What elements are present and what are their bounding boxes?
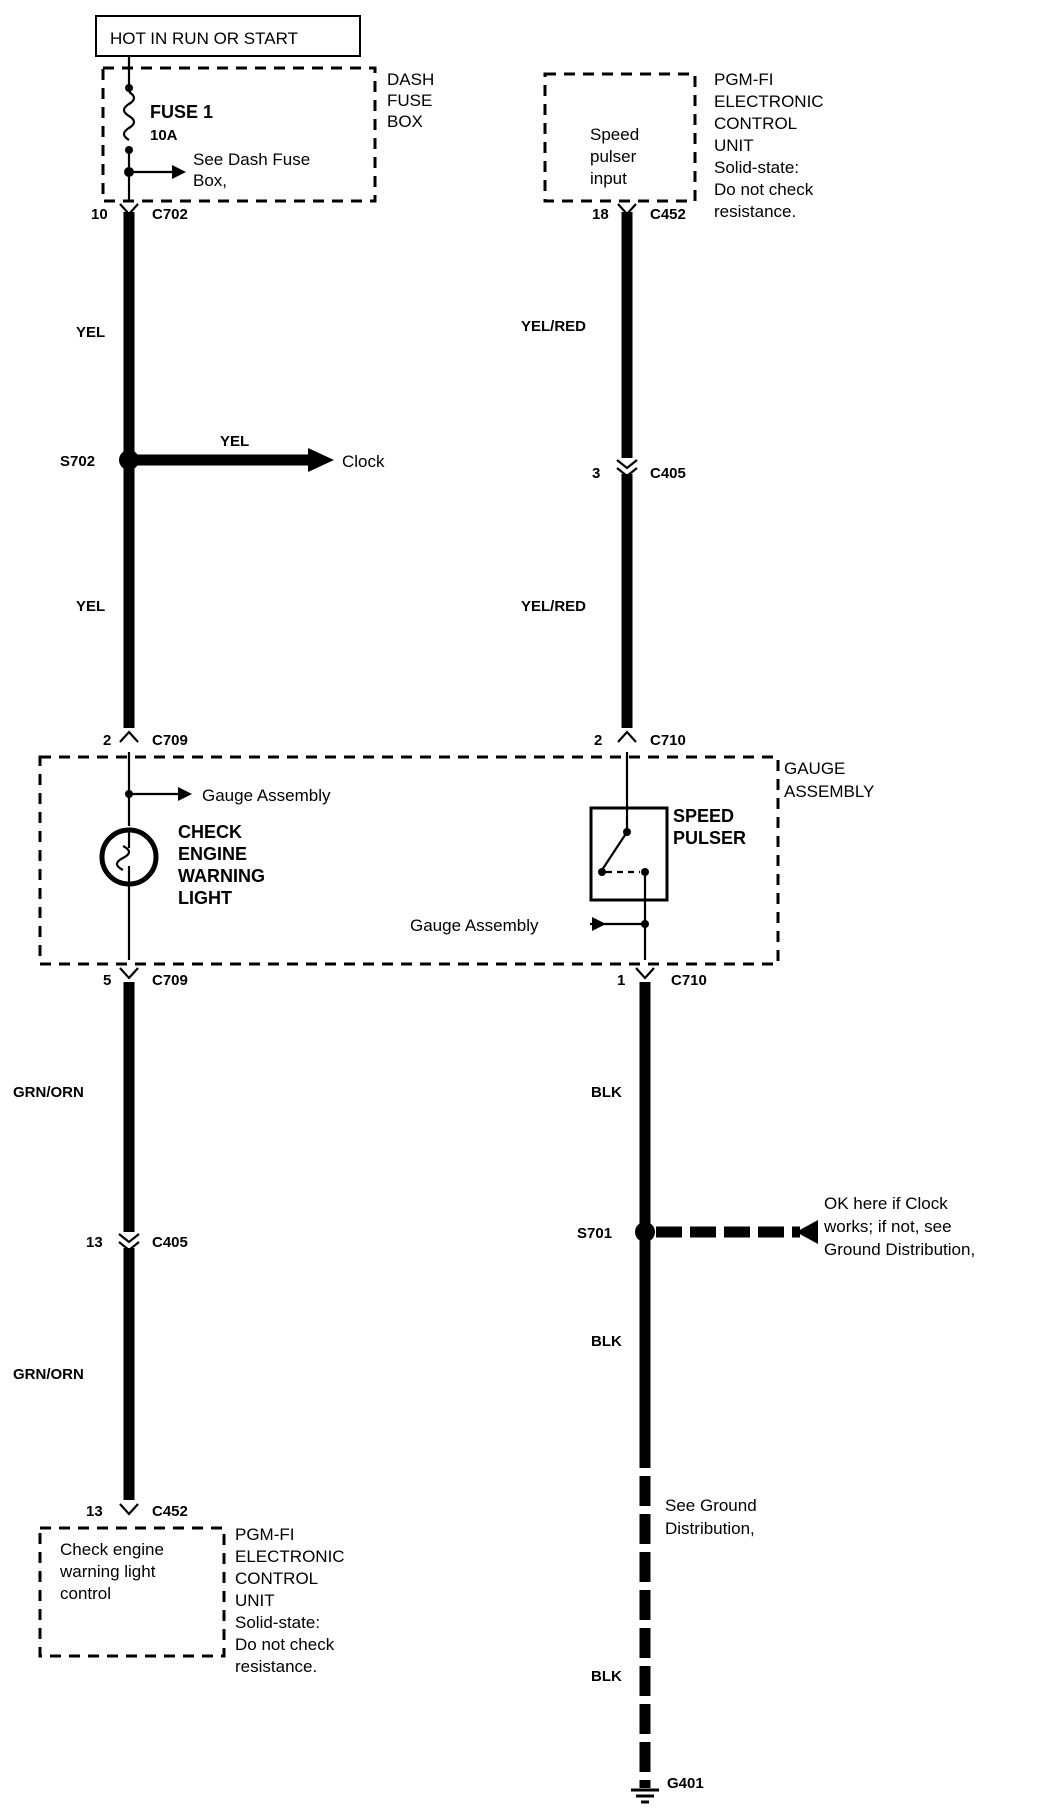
wire-label-yel-2: YEL	[76, 598, 105, 615]
check-engine-label-4: LIGHT	[178, 888, 232, 908]
ecu-top: Speed pulser input PGM-FI ELECTRONIC CON…	[543, 70, 824, 221]
check-engine-label-2: ENGINE	[178, 844, 247, 864]
fuse-see-note-1: See Dash Fuse	[193, 150, 310, 169]
connector-c710-bottom-name: C710	[671, 972, 707, 989]
fuse-see-note-2: Box,	[193, 171, 227, 190]
ecu-top-title-4: UNIT	[714, 136, 754, 155]
ecu-bottom-control-3: control	[60, 1584, 111, 1603]
ecu-top-title-1: PGM-FI	[714, 70, 774, 89]
ecu-bottom-note-2: Do not check	[235, 1635, 335, 1654]
connector-c709-top-name: C709	[152, 732, 188, 749]
connector-c405-left-name: C405	[152, 1234, 188, 1251]
connector-c710-bottom-symbol	[635, 967, 655, 980]
fuse-symbol	[122, 91, 136, 141]
splice-s701-label: S701	[577, 1225, 612, 1242]
power-source-box: HOT IN RUN OR START	[95, 15, 361, 57]
clock-arrow-icon	[308, 448, 334, 472]
wire-label-blk-2: BLK	[591, 1333, 622, 1350]
connector-c405-right-name: C405	[650, 465, 686, 482]
arrow-icon	[592, 917, 606, 931]
connector-c452-top-pin: 18	[592, 206, 609, 223]
connector-c709-bottom-symbol	[119, 967, 139, 980]
ecu-top-input-1: Speed	[590, 125, 639, 144]
connector-c709-top-symbol	[119, 730, 139, 743]
ecu-top-input-3: input	[590, 169, 627, 188]
connector-c405-left-pin: 13	[86, 1234, 103, 1251]
gauge-assembly: GAUGE ASSEMBLY Gauge Assembly CHECK ENGI…	[38, 752, 874, 966]
power-source-label: HOT IN RUN OR START	[110, 29, 298, 48]
connector-c452-bottom-pin: 13	[86, 1503, 103, 1520]
connector-c452-top-symbol	[617, 203, 637, 216]
dash-fuse-box-title-2: FUSE	[387, 91, 432, 110]
connector-c405-right-symbol	[616, 459, 638, 478]
ecu-bottom-control-2: warning light	[59, 1562, 156, 1581]
ground-note-2: works; if not, see	[823, 1217, 952, 1236]
ecu-top-note-2: Do not check	[714, 180, 814, 199]
connector-c702-pin: 10	[91, 206, 108, 223]
ecu-top-input-2: pulser	[590, 147, 637, 166]
ecu-bottom-title-1: PGM-FI	[235, 1525, 295, 1544]
arrow-icon	[172, 165, 186, 179]
ground-icon	[631, 1788, 659, 1804]
arrow-icon	[178, 787, 192, 801]
dash-fuse-box-title-1: DASH	[387, 70, 434, 89]
wire-label-grnorn-1: GRN/ORN	[13, 1084, 84, 1101]
wire-label-yel-clock: YEL	[220, 433, 249, 450]
connector-c709-bottom-pin: 5	[103, 972, 111, 989]
dash-fuse-box-title-3: BOX	[387, 112, 423, 131]
gauge-assembly-title-1: GAUGE	[784, 759, 845, 778]
gauge-ref-left: Gauge Assembly	[202, 786, 331, 805]
ecu-top-note-1: Solid-state:	[714, 158, 799, 177]
ground-label: G401	[667, 1775, 704, 1792]
splice-s701	[635, 1222, 655, 1242]
connector-c452-bottom-symbol	[119, 1503, 139, 1516]
dash-fuse-box: FUSE 1 10A See Dash Fuse Box, DASH FUSE …	[101, 56, 434, 203]
check-engine-label-3: WARNING	[178, 866, 265, 886]
arrow-icon	[796, 1220, 818, 1244]
wire-label-yelred-1: YEL/RED	[521, 318, 586, 335]
ground-see-1: See Ground	[665, 1496, 757, 1515]
fuse-rating: 10A	[150, 127, 178, 144]
ecu-bottom-title-2: ELECTRONIC	[235, 1547, 345, 1566]
connector-c452-top-name: C452	[650, 206, 686, 223]
splice-s702-label: S702	[60, 453, 95, 470]
ecu-bottom: Check engine warning light control PGM-F…	[38, 1525, 345, 1676]
ecu-bottom-note-1: Solid-state:	[235, 1613, 320, 1632]
wire-label-yel-1: YEL	[76, 324, 105, 341]
check-engine-label-1: CHECK	[178, 822, 242, 842]
wire-label-grnorn-2: GRN/ORN	[13, 1366, 84, 1383]
connector-c405-left-symbol	[118, 1233, 140, 1252]
connector-c709-top-pin: 2	[103, 732, 111, 749]
clock-label: Clock	[342, 452, 385, 471]
fuse-name: FUSE 1	[150, 102, 213, 122]
connector-c710-bottom-pin: 1	[617, 972, 625, 989]
speed-pulser-label-1: SPEED	[673, 806, 734, 826]
wire-label-yelred-2: YEL/RED	[521, 598, 586, 615]
connector-c710-top-symbol	[617, 730, 637, 743]
connector-c702-symbol	[119, 203, 139, 216]
ground-note-1: OK here if Clock	[824, 1194, 948, 1213]
ecu-top-note-3: resistance.	[714, 202, 796, 221]
gauge-assembly-title-2: ASSEMBLY	[784, 782, 874, 801]
gauge-ref-right: Gauge Assembly	[410, 916, 539, 935]
wire-label-blk-3: BLK	[591, 1668, 622, 1685]
ground-see-2: Distribution,	[665, 1519, 755, 1538]
connector-c405-right-pin: 3	[592, 465, 600, 482]
connector-c702-name: C702	[152, 206, 188, 223]
ecu-bottom-note-3: resistance.	[235, 1657, 317, 1676]
speed-pulser-label-2: PULSER	[673, 828, 746, 848]
connector-c709-bottom-name: C709	[152, 972, 188, 989]
wire-label-blk-1: BLK	[591, 1084, 622, 1101]
ecu-bottom-title-3: CONTROL	[235, 1569, 318, 1588]
ecu-top-title-2: ELECTRONIC	[714, 92, 824, 111]
connector-c710-top-pin: 2	[594, 732, 602, 749]
ecu-bottom-title-4: UNIT	[235, 1591, 275, 1610]
connector-c710-top-name: C710	[650, 732, 686, 749]
ground-note-3: Ground Distribution,	[824, 1240, 975, 1259]
connector-c452-bottom-name: C452	[152, 1503, 188, 1520]
speed-pulser-box	[589, 806, 669, 902]
ecu-top-title-3: CONTROL	[714, 114, 797, 133]
ecu-bottom-control-1: Check engine	[60, 1540, 164, 1559]
